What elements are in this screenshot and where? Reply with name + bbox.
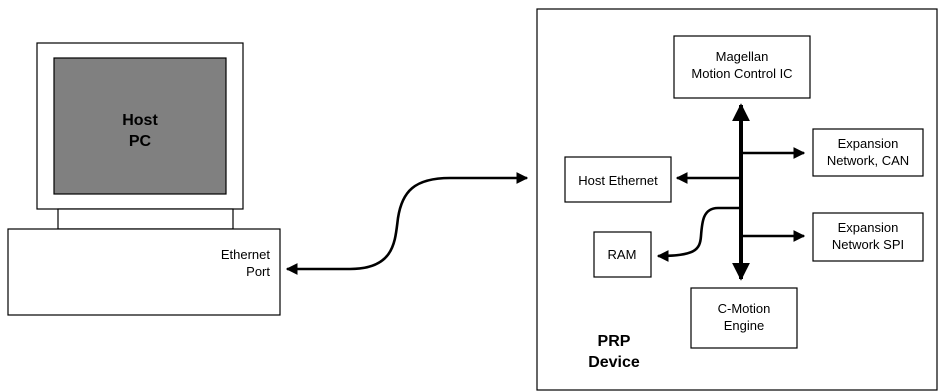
prp-device-label-line1: PRP [598,333,631,350]
host-ethernet-box [564,156,672,203]
prp-device: Magellan Motion Control IC Host Ethernet… [536,8,938,391]
c-motion-label-line2: Engine [724,318,764,333]
magellan-box [673,35,811,99]
magellan-label-line2: Motion Control IC [691,66,792,81]
ethernet-port-label-line2: Port [246,264,270,279]
ram-box [593,231,652,278]
ethernet-port-label-line1: Ethernet [221,247,271,262]
host-pc-label-line1: Host [122,112,158,129]
c-motion-engine-box [690,287,798,349]
prp-device-label-line2: Device [588,354,640,371]
computer-base [7,228,281,316]
expansion-can-label-line1: Expansion [838,136,899,151]
c-motion-label-line1: C-Motion [718,301,771,316]
bus-to-ram [656,206,741,262]
host-pc: Host PC Ethernet Port [7,42,281,316]
expansion-spi-label-line1: Expansion [838,220,899,235]
host-pc-label-line2: PC [129,133,152,150]
expansion-spi-box [812,212,924,262]
ethernet-cable-arrow [285,172,529,275]
expansion-can-label-line2: Network, CAN [827,153,909,168]
monitor-stand [57,208,234,230]
expansion-spi-label-line2: Network SPI [832,237,904,252]
ram-label: RAM [608,247,637,262]
magellan-label-line1: Magellan [716,49,769,64]
monitor-screen [53,57,227,195]
host-ethernet-label: Host Ethernet [578,173,658,188]
expansion-can-box [812,128,924,177]
